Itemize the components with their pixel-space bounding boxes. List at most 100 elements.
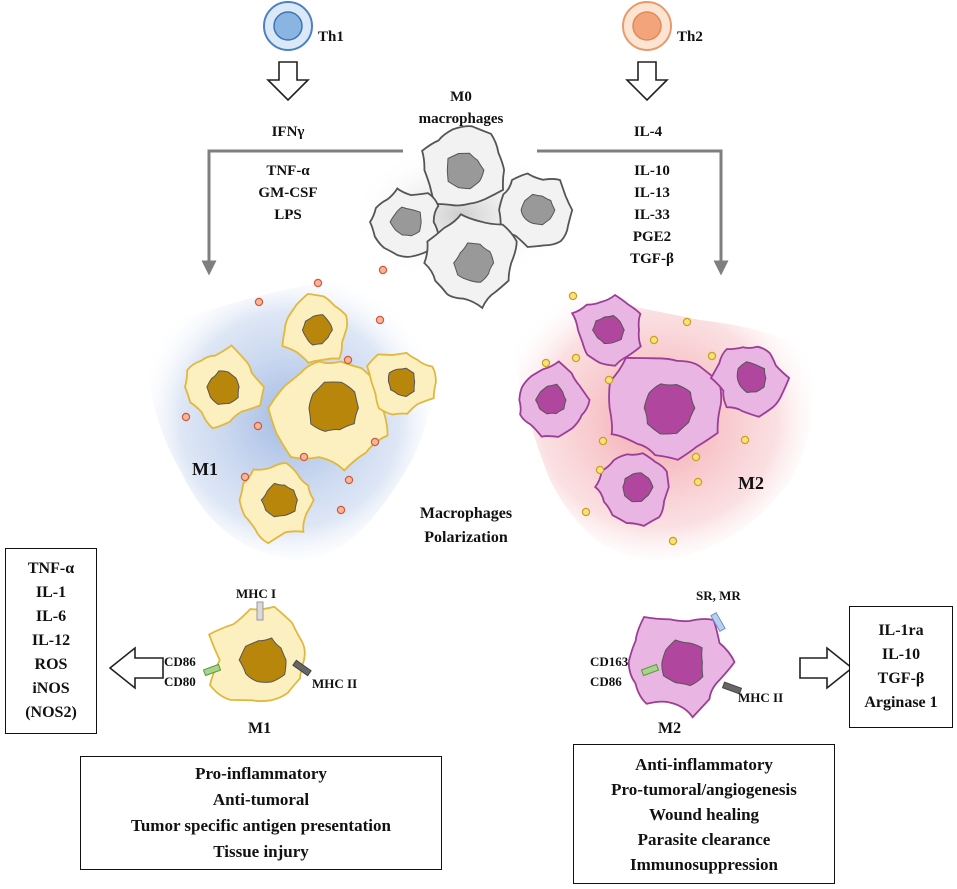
- m2-cytokine-dot: [595, 465, 605, 475]
- m1-cytokine-dot: [336, 505, 346, 515]
- m1-macrophage-detail: [207, 605, 306, 703]
- m2-inducer-list: IL-10 IL-13 IL-33 PGE2 TGF-β: [612, 160, 692, 270]
- polarization-label: Macrophages Polarization: [396, 502, 536, 550]
- m1-macrophage: [281, 292, 349, 364]
- m0-macrophage: [423, 213, 518, 310]
- m2-cytokine-dot: [740, 435, 750, 445]
- m1-cytokine-dot: [378, 265, 388, 275]
- m1-mhc1-receptor: [256, 601, 264, 621]
- m2-cytokine-dot: [604, 375, 614, 385]
- m1-cytokine-dot: [370, 437, 380, 447]
- m2-region-label: M2: [738, 473, 764, 493]
- m1-cd86-label: CD86: [164, 654, 196, 669]
- th1-cell-icon: [263, 1, 313, 51]
- m2-cytokine-dot: [598, 436, 608, 446]
- m1-inducer: TNF-α: [266, 163, 310, 179]
- m0-macrophage: [421, 125, 506, 207]
- m1-cytokine-dot: [344, 475, 354, 485]
- m1-inducer: GM-CSF: [258, 185, 318, 201]
- m1-secreted-item: TNF-α: [27, 560, 75, 577]
- m2-inducer: IL-10: [634, 163, 670, 179]
- m1-cd80-label: CD80: [164, 674, 196, 689]
- m2-macrophage: [518, 360, 591, 438]
- m2-cytokine-dot: [581, 507, 591, 517]
- m2-secretion-arrow-icon: [799, 646, 854, 690]
- m1-inducer: LPS: [274, 207, 302, 223]
- m1-secreted-item: ROS: [34, 656, 68, 673]
- m2-inducer: PGE2: [632, 229, 672, 245]
- m1-function-item: Tissue injury: [213, 842, 309, 861]
- m1-secreted-item: iNOS: [32, 680, 70, 697]
- m1-mhc1-label: MHC I: [236, 586, 277, 601]
- m2-function-item: Parasite clearance: [637, 829, 771, 849]
- m2-secreted-item: TGF-β: [877, 670, 925, 687]
- m2-macrophage-detail: [627, 616, 736, 719]
- m2-secretion-box: IL-1ra IL-10 TGF-β Arginase 1: [849, 606, 953, 728]
- m2-function-item: Anti-inflammatory: [635, 754, 773, 774]
- m0-macrophage: [498, 172, 574, 248]
- m1-cd86-receptor: [202, 663, 222, 677]
- m2-cytokine-dot: [568, 291, 578, 301]
- m2-macrophage: [709, 345, 791, 418]
- m2-mhc2-receptor: [721, 681, 743, 695]
- th2-signal-label: IL-4: [633, 124, 663, 140]
- m1-cytokine-dot: [240, 472, 250, 482]
- m2-cd163-label: CD163: [590, 654, 629, 669]
- polarization-label-line2: Polarization: [424, 529, 508, 546]
- m1-secreted-item: IL-1: [35, 584, 67, 601]
- m1-secretion-arrow-icon: [108, 646, 164, 690]
- m1-function-item: Tumor specific antigen presentation: [131, 816, 391, 835]
- m2-secreted-item: IL-10: [881, 646, 921, 663]
- m0-macrophage: [368, 187, 441, 258]
- m0-label-line1: M0: [450, 89, 472, 105]
- m2-cytokine-dot: [649, 335, 659, 345]
- m1-cytokine-dot: [343, 355, 353, 365]
- m1-macrophage: [184, 344, 265, 430]
- m2-cytokine-dot: [682, 317, 692, 327]
- th2-label: Th2: [677, 29, 703, 45]
- m1-macrophage: [238, 462, 315, 545]
- m1-cytokine-dot: [313, 278, 323, 288]
- m2-macrophage: [608, 356, 723, 461]
- m0-label-line2: macrophages: [418, 111, 504, 127]
- m2-macrophage: [570, 293, 642, 367]
- m2-cytokine-dot: [668, 536, 678, 546]
- m0-label: M0 macrophages: [406, 86, 516, 130]
- m2-inducer: IL-13: [634, 185, 670, 201]
- m2-function-item: Pro-tumoral/angiogenesis: [611, 779, 797, 799]
- left-polarization-arrow: [201, 149, 403, 276]
- th1-label: Th1: [318, 29, 344, 45]
- m1-cytokine-dot: [375, 315, 385, 325]
- polarization-label-line1: Macrophages: [419, 505, 513, 522]
- m1-function-item: Anti-tumoral: [212, 790, 310, 809]
- th1-down-arrow-icon: [266, 61, 310, 102]
- m2-cytokine-dot: [693, 477, 703, 487]
- m2-cd163-receptor: [640, 663, 660, 677]
- m1-mhc2-label: MHC II: [312, 676, 358, 691]
- m2-cd86-label: CD86: [590, 674, 622, 689]
- m2-cytokine-dot: [541, 358, 551, 368]
- m1-macrophage: [366, 351, 437, 416]
- m2-cytokine-dot: [571, 353, 581, 363]
- m2-inducer: IL-33: [634, 207, 670, 223]
- m1-cytokine-dot: [181, 412, 191, 422]
- m1-cell-label: M1: [248, 720, 272, 737]
- m2-function-item: Immunosuppression: [629, 854, 779, 874]
- m2-secreted-item: Arginase 1: [864, 694, 938, 711]
- m2-mhc2-label: MHC II: [738, 690, 784, 705]
- m1-region-label: M1: [192, 459, 218, 479]
- m2-cell-label: M2: [658, 720, 682, 737]
- m1-cytokine-dot: [254, 297, 264, 307]
- m2-macrophage: [593, 452, 670, 527]
- m1-secretion-box: TNF-α IL-1 IL-6 IL-12 ROS iNOS (NOS2): [5, 548, 97, 734]
- m1-macrophage: [267, 360, 389, 472]
- m2-function-item: Wound healing: [648, 804, 760, 824]
- m1-mhc2-receptor: [292, 659, 312, 677]
- m2-inducer: TGF-β: [630, 251, 674, 267]
- m1-secreted-item: IL-6: [35, 608, 67, 625]
- m2-sr-mr-label: SR, MR: [696, 588, 741, 603]
- m1-secreted-item: (NOS2): [25, 704, 77, 721]
- m2-function-box: Anti-inflammatory Pro-tumoral/angiogenes…: [573, 744, 835, 884]
- right-polarization-arrow: [537, 149, 729, 276]
